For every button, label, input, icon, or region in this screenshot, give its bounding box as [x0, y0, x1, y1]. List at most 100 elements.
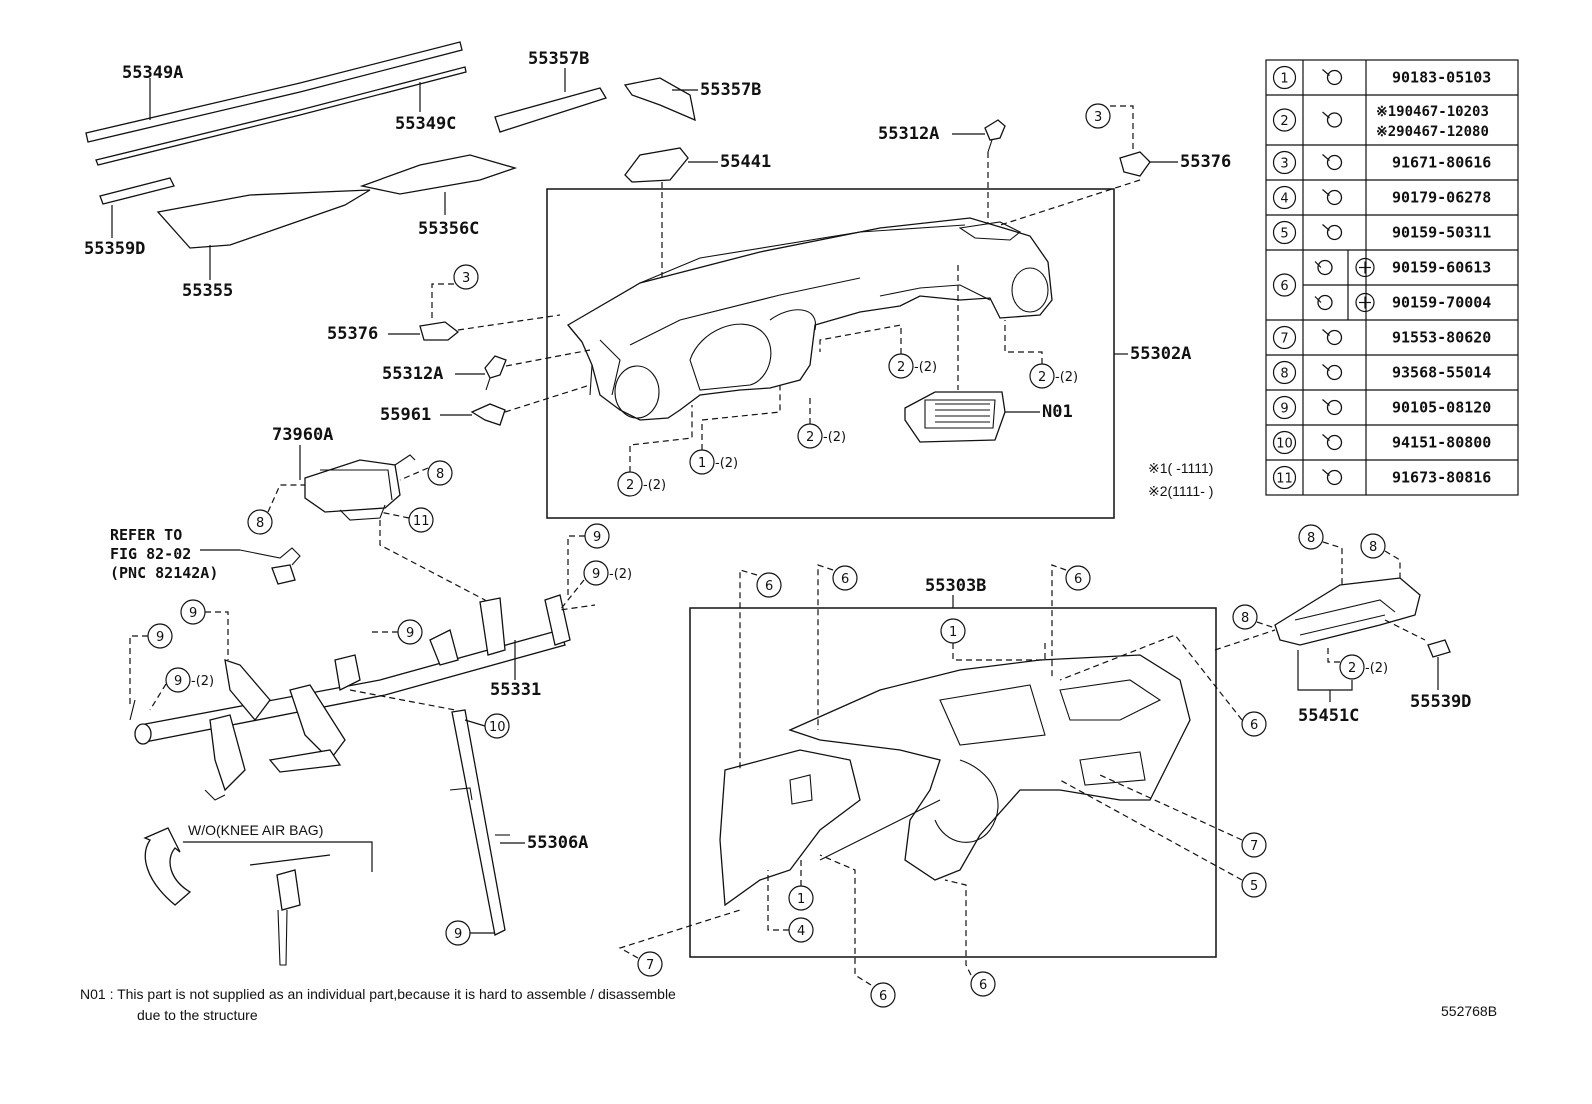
- svg-text:6: 6: [1250, 718, 1258, 733]
- label-55349A: 55349A: [122, 63, 183, 83]
- row-number: 10: [1276, 437, 1293, 452]
- label-55312A-2: 55312A: [382, 364, 443, 384]
- part-number: 91671-80616: [1392, 154, 1491, 172]
- row-number: 1: [1280, 72, 1288, 87]
- part-82142A-sensor: [239, 547, 301, 585]
- fastener-icon: [1326, 469, 1343, 486]
- leader: [1110, 105, 1134, 150]
- svg-text:4: 4: [797, 924, 805, 939]
- svg-text:2: 2: [1348, 661, 1356, 676]
- leader: [379, 520, 491, 616]
- label-55312A-1: 55312A: [878, 124, 939, 144]
- callout-7-a: 7: [1099, 774, 1267, 858]
- svg-text:6: 6: [765, 579, 773, 594]
- svg-text:-(2): -(2): [609, 567, 632, 582]
- callout-8-b-num: 8: [256, 516, 264, 531]
- label-55357B-2: 55357B: [700, 80, 761, 100]
- fastener-icon: [1326, 112, 1343, 128]
- part-55312A-left: [484, 355, 507, 391]
- leader: [349, 689, 456, 711]
- label-55303B: 55303B: [925, 576, 986, 596]
- callout-2-d: 2 -(2): [617, 405, 693, 497]
- hex-head-icon: [1355, 257, 1375, 278]
- leader: [399, 467, 429, 481]
- refer-line2: FIG 82-02: [110, 545, 191, 563]
- row-number-circle: [1272, 325, 1297, 350]
- svg-text:9: 9: [189, 606, 197, 621]
- svg-text:1: 1: [797, 892, 805, 907]
- leader: [1214, 629, 1276, 651]
- callout-8-e: 8: [1232, 604, 1276, 630]
- part-dashboard-55302A: [567, 217, 1053, 421]
- callout-6-f: 6: [944, 879, 996, 997]
- leader: [505, 349, 591, 367]
- callout-9-c: 9: [180, 599, 229, 660]
- svg-text:-(2): -(2): [191, 674, 214, 689]
- label-55376-2: 55376: [1180, 152, 1231, 172]
- row-number: 9: [1280, 402, 1288, 417]
- svg-text:7: 7: [1250, 839, 1258, 854]
- callout-1-a: 1 -(2): [689, 385, 781, 475]
- figure-id: 552768B: [1441, 1003, 1497, 1019]
- callout-9-d: 9: [129, 623, 173, 705]
- fastener-icon: [1326, 434, 1343, 451]
- label-55302A: 55302A: [1130, 344, 1191, 364]
- svg-text:9: 9: [406, 626, 414, 641]
- part-number: ※190467-10203: [1376, 104, 1489, 120]
- callout-6-a: 6: [739, 569, 782, 770]
- part-55357B-a: [494, 87, 607, 133]
- svg-text:5: 5: [1250, 879, 1258, 894]
- part-number: 90159-60613: [1392, 259, 1491, 277]
- inset-arrow-icon: [143, 827, 192, 906]
- fastener-icon: [1326, 364, 1343, 381]
- label-55441: 55441: [720, 152, 771, 172]
- callout-9-e: 9: [370, 619, 423, 645]
- callout-8-c: 8: [1298, 524, 1343, 585]
- fastener-icon: [1326, 399, 1343, 416]
- callout-9-a: 9: [567, 523, 610, 595]
- label-N01: N01: [1042, 402, 1073, 422]
- part-number: 94151-80800: [1392, 434, 1491, 452]
- row-number-circle: [1272, 220, 1297, 245]
- svg-text:-(2): -(2): [1365, 661, 1388, 676]
- callout-8-a: [427, 460, 453, 486]
- bolt-icon: [1317, 259, 1333, 276]
- part-number: 93568-55014: [1392, 364, 1491, 382]
- fastener-icon: [1326, 69, 1343, 86]
- callout-9-g-num: 9: [454, 927, 462, 942]
- callout-8-a-num: 8: [436, 467, 444, 482]
- fastener-icon: [1326, 154, 1343, 171]
- svg-text:6: 6: [979, 978, 987, 993]
- row-number-circle: [1272, 108, 1297, 132]
- callout-3: [1085, 103, 1111, 129]
- inset-bracket-part: [276, 869, 301, 966]
- svg-text:7: 7: [646, 958, 654, 973]
- callout-8-b: [247, 509, 273, 535]
- svg-text:9: 9: [592, 567, 600, 582]
- callout-11: [408, 507, 434, 533]
- part-55312A-top: [984, 119, 1006, 153]
- leader: [379, 511, 410, 519]
- row-number-circle: [1272, 185, 1297, 210]
- leader: [431, 283, 454, 322]
- label-55356C: 55356C: [418, 219, 479, 239]
- leader: [457, 314, 561, 331]
- svg-text:-(2): -(2): [914, 360, 937, 375]
- table-row: 10 94151-80800: [1272, 430, 1491, 455]
- part-55961: [470, 403, 506, 426]
- svg-text:8: 8: [1307, 531, 1315, 546]
- row-number-circle: [1272, 395, 1297, 420]
- part-55441: [624, 147, 689, 183]
- label-55349C: 55349C: [395, 114, 456, 134]
- label-55331: 55331: [490, 680, 541, 700]
- row-number: 4: [1280, 192, 1288, 207]
